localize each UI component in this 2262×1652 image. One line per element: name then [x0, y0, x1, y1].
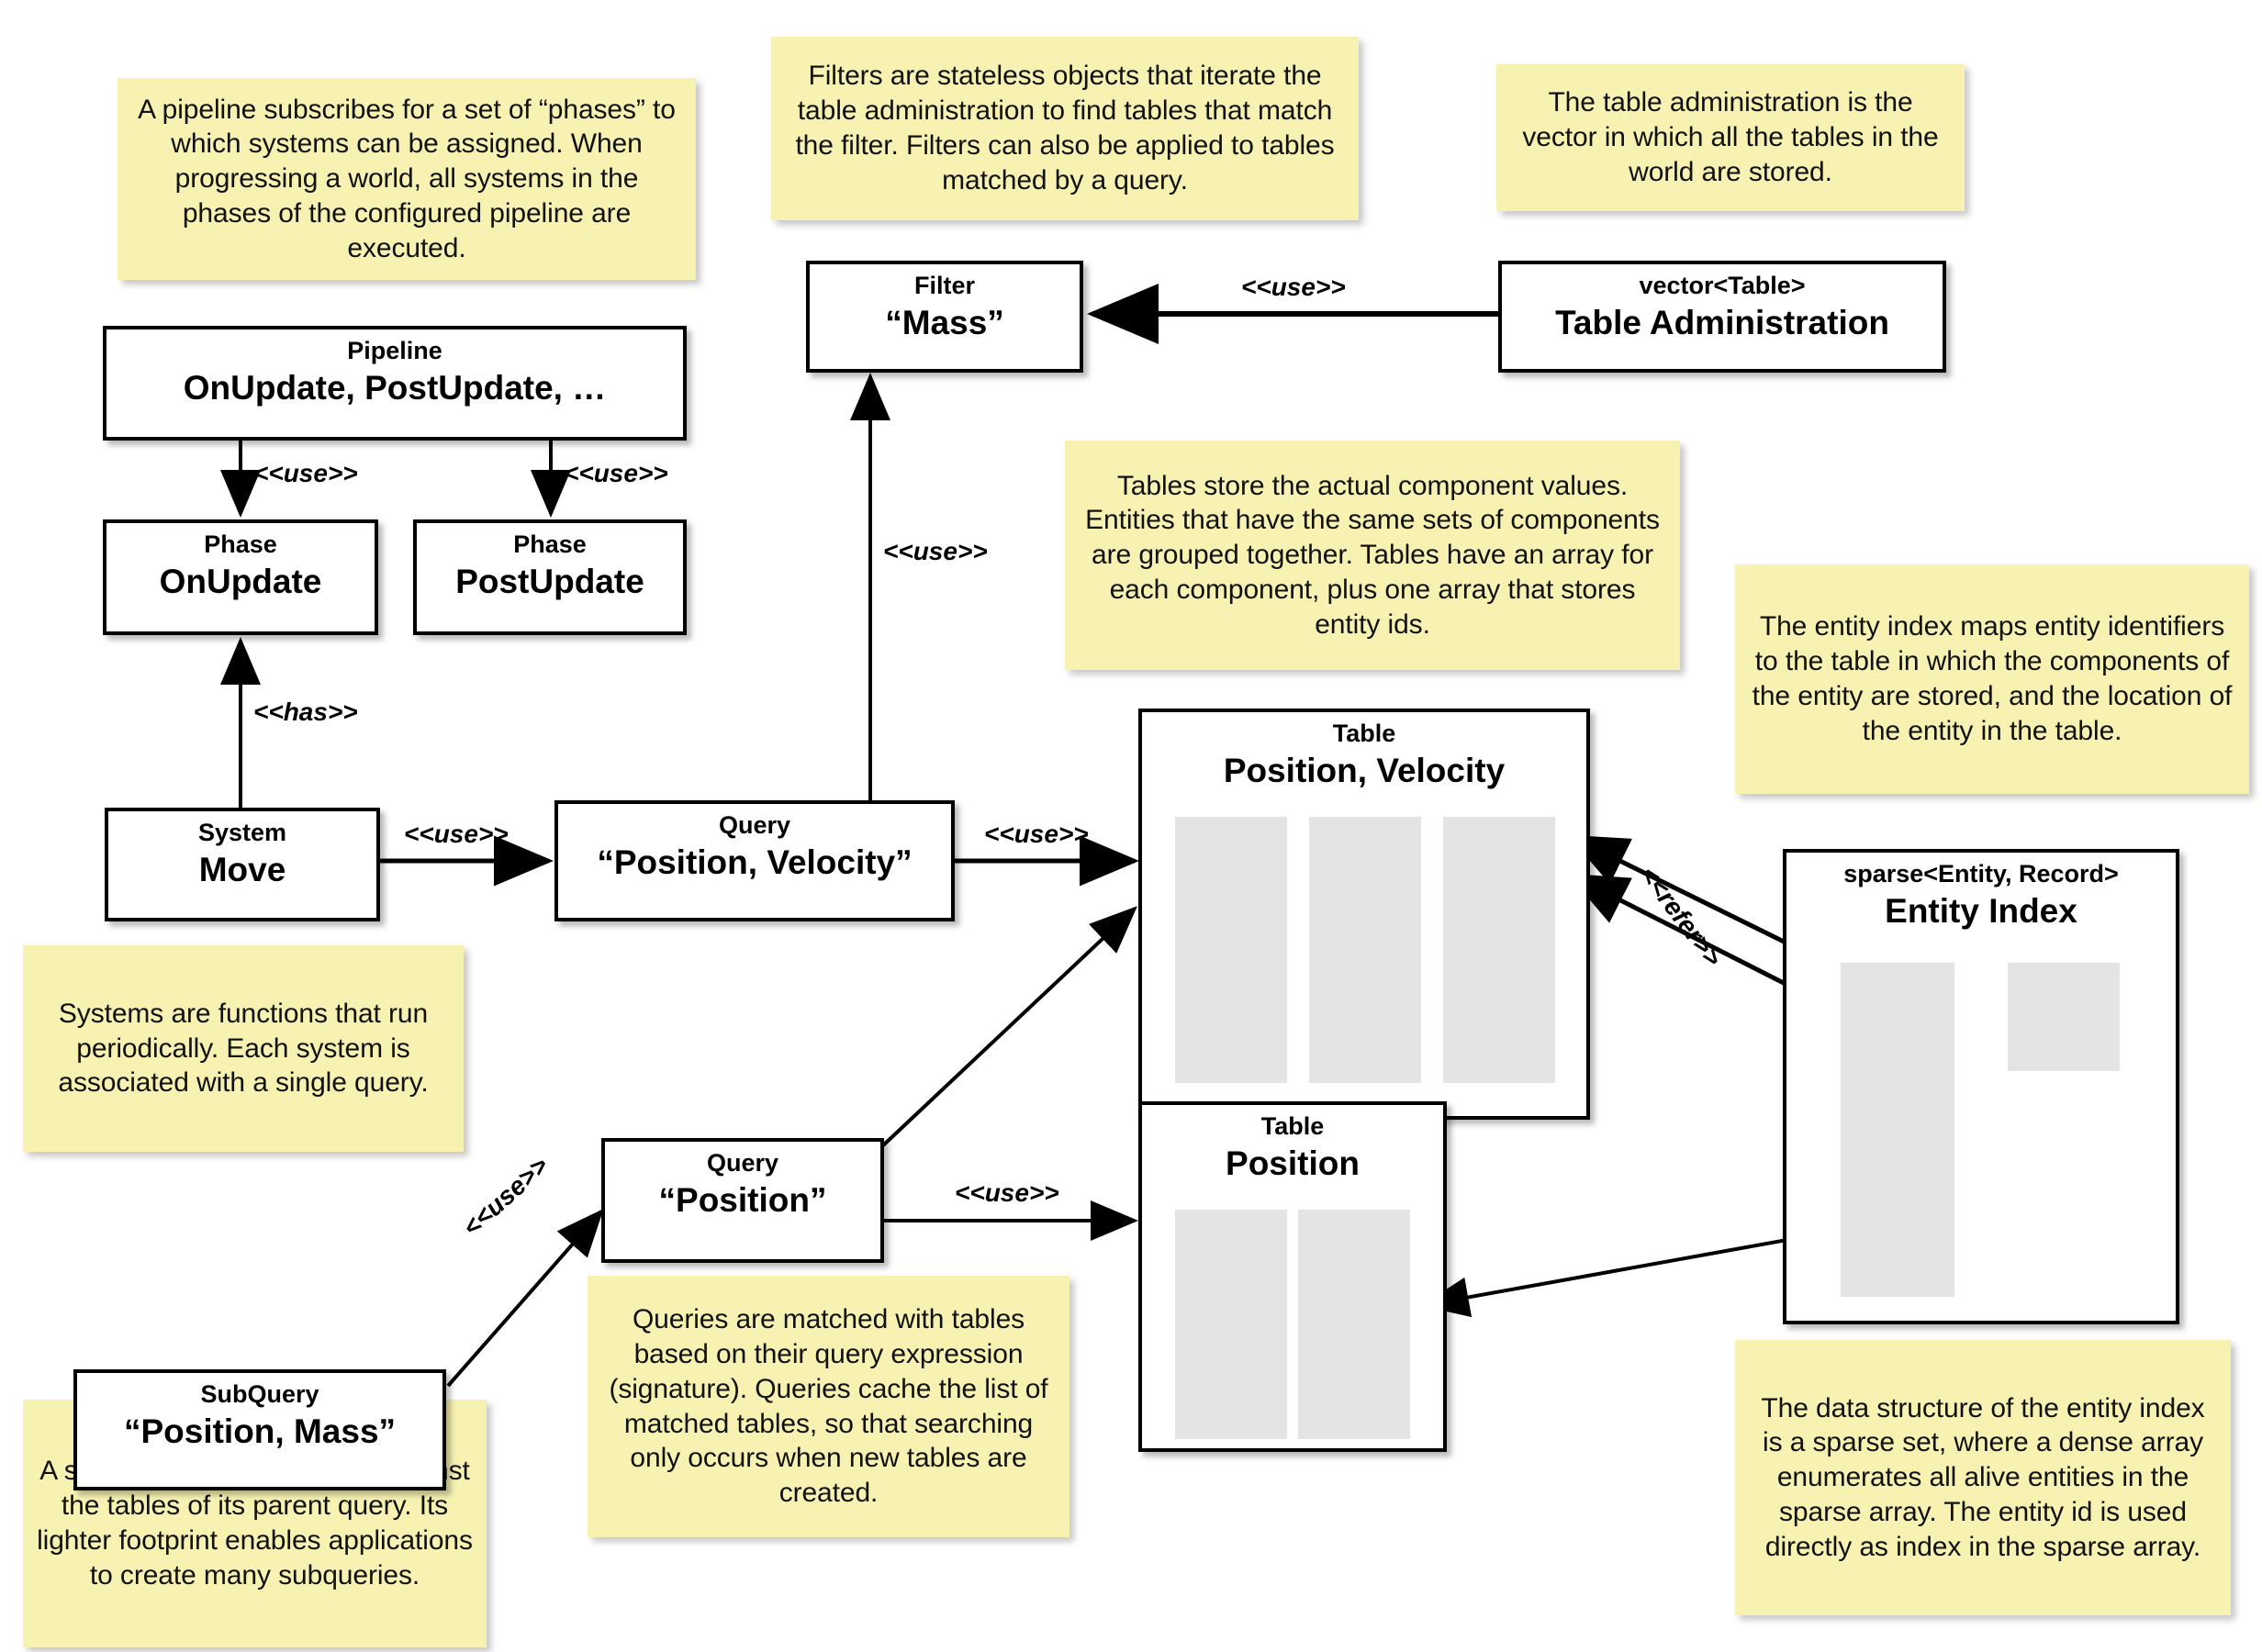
edge-label-pipeline-postupdate: <<use>>	[564, 459, 668, 487]
box-pipeline-title: OnUpdate, PostUpdate, …	[183, 368, 607, 407]
box-system-move-stereotype: System	[197, 819, 287, 846]
box-query-p-stereotype: Query	[706, 1149, 779, 1177]
box-filter-title: “Mass”	[885, 303, 1004, 341]
box-table-p-title: Position	[1226, 1144, 1360, 1182]
box-filter-mass[interactable]: Filter “Mass”	[806, 261, 1083, 373]
note-tables: Tables store the actual component values…	[1065, 441, 1680, 670]
box-phase-postupdate[interactable]: Phase PostUpdate	[413, 519, 687, 635]
box-table-pv-stereotype: Table	[1332, 720, 1396, 747]
box-query-position[interactable]: Query “Position”	[601, 1138, 884, 1263]
box-table-admin-title: Table Administration	[1555, 303, 1889, 341]
table-p-arrays	[1175, 1210, 1410, 1439]
note-systems: Systems are functions that run periodica…	[23, 945, 464, 1152]
edge-subquery-queryp	[446, 1208, 604, 1388]
box-query-position-velocity[interactable]: Query “Position, Velocity”	[554, 800, 955, 921]
box-table-p-stereotype: Table	[1260, 1112, 1325, 1140]
box-query-p-title: “Position”	[658, 1180, 827, 1219]
note-table-admin: The table administration is the vector i…	[1496, 64, 1965, 211]
edge-label-query-uses-filter: <<use>>	[883, 537, 988, 565]
box-subquery-stereotype: SubQuery	[200, 1380, 319, 1408]
edge-label-system-uses-query: <<use>>	[404, 820, 509, 848]
box-table-administration[interactable]: vector<Table> Table Administration	[1498, 261, 1946, 373]
table-p-array-0	[1175, 1210, 1287, 1439]
edge-label-system-has-phase: <<has>>	[253, 698, 358, 726]
box-entity-index-title: Entity Index	[1885, 891, 2077, 930]
table-p-array-1	[1298, 1210, 1410, 1439]
box-system-move-title: Move	[198, 850, 286, 888]
table-pv-array-1	[1309, 817, 1421, 1083]
box-entity-index-stereotype: sparse<Entity, Record>	[1843, 860, 2119, 887]
edge-label-queryp-uses-table: <<use>>	[955, 1178, 1059, 1207]
edge-label-pipeline-onupdate: <<use>>	[253, 459, 358, 487]
note-queries: Queries are matched with tables based on…	[588, 1276, 1069, 1537]
edge-label-admin-uses-filter: <<use>>	[1241, 273, 1346, 301]
box-phase-onupdate[interactable]: Phase OnUpdate	[103, 519, 378, 635]
table-pv-array-2	[1443, 817, 1555, 1083]
table-pv-arrays	[1175, 817, 1555, 1083]
entity-index-dense-array	[2008, 963, 2120, 1071]
box-table-pv-title: Position, Velocity	[1223, 751, 1506, 789]
box-phase-onupdate-stereotype: Phase	[204, 530, 277, 558]
entity-index-sparse-array	[1841, 963, 1954, 1297]
box-pipeline-stereotype: Pipeline	[347, 337, 442, 364]
note-pipeline: A pipeline subscribes for a set of “phas…	[118, 78, 696, 280]
table-pv-array-0	[1175, 817, 1287, 1083]
box-query-pv-stereotype: Query	[718, 811, 791, 839]
box-subquery-position-mass[interactable]: SubQuery “Position, Mass”	[73, 1369, 446, 1490]
box-query-pv-title: “Position, Velocity”	[597, 843, 913, 881]
box-system-move[interactable]: System Move	[105, 808, 380, 921]
box-phase-postupdate-stereotype: Phase	[513, 530, 587, 558]
box-phase-onupdate-title: OnUpdate	[159, 562, 322, 600]
edge-index-tablep	[1421, 1228, 1844, 1318]
note-entity-index: The entity index maps entity identifiers…	[1735, 564, 2249, 794]
edge-queryp-tablepv	[881, 906, 1137, 1147]
box-subquery-title: “Position, Mass”	[123, 1412, 397, 1450]
edge-label-subquery-uses-query: <<use>>	[457, 1150, 554, 1243]
edge-label-index-refers-table: <<refer>>	[1634, 861, 1728, 972]
note-filter: Filters are stateless objects that itera…	[771, 37, 1359, 220]
note-sparse: The data structure of the entity index i…	[1735, 1340, 2231, 1615]
box-phase-postupdate-title: PostUpdate	[455, 562, 644, 600]
box-table-admin-stereotype: vector<Table>	[1639, 272, 1806, 299]
box-pipeline[interactable]: Pipeline OnUpdate, PostUpdate, …	[103, 326, 687, 441]
edge-label-querypv-uses-table: <<use>>	[984, 820, 1089, 848]
box-filter-stereotype: Filter	[913, 272, 975, 299]
